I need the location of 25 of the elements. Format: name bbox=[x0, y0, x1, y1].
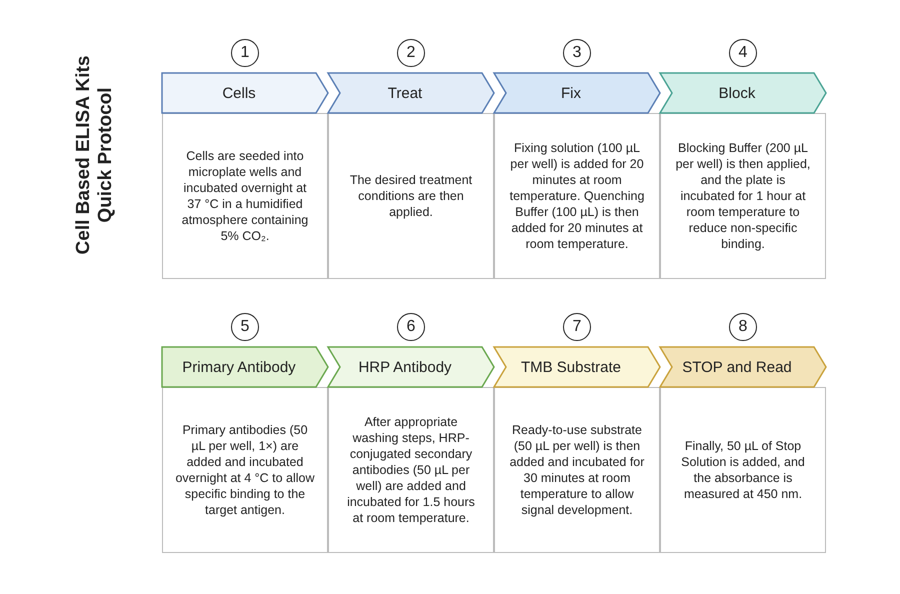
step-title-banner: Fix bbox=[494, 73, 660, 113]
step-number-circle: 7 bbox=[563, 313, 591, 341]
step-number-circle: 2 bbox=[397, 39, 425, 67]
step-description-box: After appropriate washing steps, HRP-conjugated secondary antibodies (50 µL per well) are added and incubated for 1.5 hours at room temperature. bbox=[328, 387, 494, 553]
step-title-banner: Block bbox=[660, 73, 826, 113]
step-number-circle: 4 bbox=[729, 39, 757, 67]
step-description-box: Primary antibodies (50 µL per well, 1×) are added and incubated overnight at 4 °C to allow specific binding to the target antigen. bbox=[162, 387, 328, 553]
step-number-circle: 5 bbox=[231, 313, 259, 341]
step-title-banner: Primary Antibody bbox=[162, 347, 328, 387]
step-number-circle: 6 bbox=[397, 313, 425, 341]
step-description-box: Cells are seeded into microplate wells and incubated overnight at 37 °C in a humidified atmosphere containing 5% CO₂. bbox=[162, 113, 328, 279]
title: Cell Based ELISA Kits Quick Protocol bbox=[73, 54, 117, 256]
step-description-box: Ready-to-use substrate (50 µL per well) is then added and incubated for 30 minutes at room temperature to allow signal development. bbox=[494, 387, 660, 553]
step-number-circle: 3 bbox=[563, 39, 591, 67]
step-number-circle: 8 bbox=[729, 313, 757, 341]
step-title-banner: Treat bbox=[328, 73, 494, 113]
step-description-box: Blocking Buffer (200 µL per well) is then applied, and the plate is incubated for 1 hour at room temperature to reduce non-specific binding. bbox=[660, 113, 826, 279]
step-description-box: Fixing solution (100 µL per well) is added for 20 minutes at room temperature. Quenching Buffer (100 µL) is then added for 20 minutes at room temperature. bbox=[494, 113, 660, 279]
step-title-banner: HRP Antibody bbox=[328, 347, 494, 387]
step-description-box: Finally, 50 µL of Stop Solution is added, and the absorbance is measured at 450 nm. bbox=[660, 387, 826, 553]
step-number-circle: 1 bbox=[231, 39, 259, 67]
step-title-banner: STOP and Read bbox=[660, 347, 826, 387]
step-description-box: The desired treatment conditions are then applied. bbox=[328, 113, 494, 279]
step-title-banner: TMB Substrate bbox=[494, 347, 660, 387]
step-title-banner: Cells bbox=[162, 73, 328, 113]
